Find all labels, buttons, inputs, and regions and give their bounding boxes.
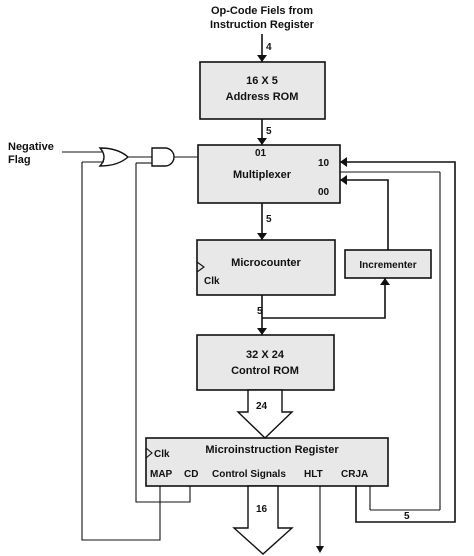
multiplexer-label: Multiplexer (233, 169, 292, 181)
control-rom-label: Control ROM (231, 365, 299, 377)
microcounter-to-incrementer-bus (262, 278, 386, 319)
control-rom-size: 32 X 24 (246, 349, 285, 361)
mir-field-control-signals: Control Signals (212, 469, 286, 480)
opcode-label-line2: Instruction Register (210, 19, 315, 31)
negative-flag-label-line2: Flag (8, 154, 31, 166)
mir-clock-symbol (145, 447, 153, 459)
opcode-label-line1: Op-Code Fiels from (211, 5, 313, 17)
mir-clk-label: Clk (154, 449, 170, 460)
cd-feedback-wire (135, 163, 191, 503)
mir-field-hlt: HLT (304, 469, 323, 480)
mir-field-cd: CD (184, 469, 198, 480)
microinstruction-register-block (145, 437, 389, 487)
mir-field-map: MAP (150, 469, 173, 480)
incrementer-in-arrowhead (380, 278, 390, 285)
mux-00-arrowhead (340, 175, 347, 185)
control-signals-out-bus-arrow (232, 485, 294, 555)
negative-flag-label-line1: Negative (8, 141, 54, 153)
crja-feedback-width: 5 (404, 511, 410, 522)
microcounter-block (196, 239, 336, 296)
mux-10-arrowhead (340, 157, 347, 167)
microcounter-out-width: 5 (257, 306, 263, 317)
address-rom-out-width: 5 (266, 126, 272, 137)
mux-out-width: 5 (266, 214, 272, 225)
microcounter-label: Microcounter (231, 257, 301, 269)
control-rom-out-bus-arrow (236, 389, 294, 439)
hlt-arrowhead (316, 546, 324, 553)
mir-label: Microinstruction Register (205, 444, 339, 456)
or-gate (98, 147, 130, 167)
map-feedback-wire (81, 162, 161, 541)
mux-out-arrowhead (257, 233, 267, 240)
mir-field-crja: CRJA (341, 469, 368, 480)
address-rom-label: Address ROM (226, 91, 299, 103)
control-rom-block (196, 334, 335, 391)
address-rom-size: 16 X 5 (246, 75, 278, 87)
control-rom-out-width: 24 (256, 401, 268, 412)
incrementer-to-mux-00-bus (340, 179, 389, 250)
multiplexer-block (197, 144, 341, 204)
incrementer-block (344, 249, 432, 279)
opcode-bus-width: 4 (266, 42, 272, 53)
microcounter-out-arrowhead (257, 328, 267, 335)
address-rom-out-arrowhead (257, 138, 267, 145)
mux-input-01: 01 (255, 148, 267, 159)
opcode-arrowhead (257, 55, 267, 62)
incrementer-label: Incrementer (359, 260, 416, 271)
and-gate (151, 147, 175, 167)
control-signals-width: 16 (256, 504, 268, 515)
microcounter-clk-label: Clk (204, 276, 220, 287)
mux-input-00: 00 (318, 187, 330, 198)
crja-feedback-bus (340, 161, 456, 523)
microcounter-clock-symbol (196, 261, 205, 273)
mux-input-10: 10 (318, 158, 330, 169)
